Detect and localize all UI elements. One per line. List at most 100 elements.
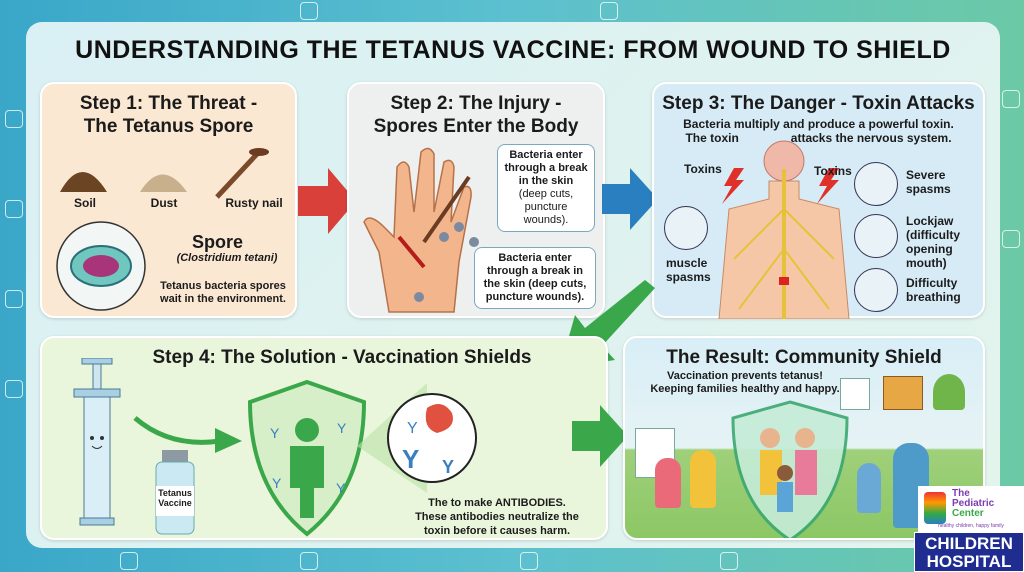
- logo-name-1: The: [952, 488, 970, 499]
- nervous-system-illustration: [718, 140, 850, 319]
- spore-title: Spore: [192, 232, 244, 252]
- arrow-right-blue-icon: [602, 168, 658, 230]
- spore-species: (Clostridium tetani): [176, 252, 278, 264]
- arrow-right-green-icon: [572, 405, 628, 467]
- hand-wound-illustration: [363, 147, 479, 313]
- result-line2: Keeping families healthy and happy.: [650, 383, 840, 395]
- step1-caption: Tetanus bacteria spores wait in the envi…: [160, 280, 286, 305]
- step2-note-top: Bacteria enter through a break in the sk…: [497, 144, 595, 232]
- step3-heading: Step 3: The Danger - Toxin Attacks: [662, 93, 975, 114]
- first-aid-icon: [600, 2, 618, 20]
- page-title: UNDERSTANDING THE TETANUS VACCINE: FROM …: [75, 36, 951, 64]
- step1-heading: Step 1: The Threat -The Tetanus Spore: [42, 92, 295, 138]
- heart-pulse-icon: [300, 2, 318, 20]
- logo-name-3: Center: [952, 508, 984, 519]
- child-daughter-icon: [857, 463, 881, 513]
- note1-main: Bacteria enter through a break in the sk…: [504, 149, 588, 187]
- vial-label: Tetanus Vaccine: [158, 488, 192, 508]
- step4-caption: The to make ANTIBODIES. These antibodies…: [387, 496, 607, 538]
- medicine-bottle-icon: [1002, 230, 1020, 248]
- caption-line2: These antibodies neutralize the: [415, 511, 579, 523]
- syringe-icon: [120, 552, 138, 570]
- toxins-left-label: Toxins: [684, 162, 722, 176]
- svg-text:Y: Y: [272, 475, 282, 491]
- step4-heading: Step 4: The Solution - Vaccination Shiel…: [152, 347, 532, 368]
- step3-desc-line1: Bacteria multiply and produce a powerful…: [683, 117, 954, 131]
- clipboard-icon: [5, 380, 23, 398]
- svg-text:Y: Y: [442, 457, 454, 477]
- source-soil: Soil: [73, 196, 96, 210]
- severe-spasm-icon: [854, 162, 898, 206]
- step4-panel: Step 4: The Solution - Vaccination Shiel…: [40, 336, 608, 540]
- step3-description: Bacteria multiply and produce a powerful…: [654, 117, 983, 145]
- doctor-icon: [5, 290, 23, 308]
- result-line1: Vaccination prevents tetanus!: [667, 370, 823, 382]
- svg-text:Y: Y: [402, 444, 419, 474]
- step2-heading-line1: Step 2: The Injury -: [390, 93, 562, 114]
- logo-name-2: Pediatric: [952, 498, 995, 509]
- note1-sub: (deep cuts, puncture wounds).: [518, 188, 574, 226]
- dust-icon: [140, 174, 187, 192]
- soil-icon: [60, 172, 107, 192]
- child-girl-icon: [655, 458, 681, 508]
- source-dust: Dust: [150, 196, 178, 210]
- spore-illustration: [56, 221, 146, 311]
- step3-desc-line2: The toxin attacks the nervous system.: [654, 131, 983, 145]
- logo-family-icon: [924, 492, 946, 524]
- syringe-illustration: [73, 358, 121, 526]
- shield-illustration: Y Y Y Y: [247, 379, 367, 537]
- step2-heading: Step 2: The Injury -Spores Enter the Bod…: [349, 92, 603, 138]
- svg-text:Y: Y: [407, 420, 418, 437]
- park-tree-icon: [933, 374, 965, 410]
- result-panel: The Result: Community Shield Vaccination…: [623, 336, 985, 540]
- step3-panel: Step 3: The Danger - Toxin Attacks Bacte…: [652, 82, 985, 319]
- source-rusty-nail: Rusty nail: [225, 196, 283, 210]
- result-heading: The Result: Community Shield: [666, 347, 942, 368]
- heart-icon: [5, 200, 23, 218]
- breathing-icon: [854, 268, 898, 312]
- toxin-lightning-icons: [722, 168, 839, 204]
- svg-text:Y: Y: [337, 420, 347, 436]
- banner-line1: CHILDREN: [925, 534, 1013, 553]
- school-building-icon: [883, 376, 923, 410]
- ambulance-icon: [720, 552, 738, 570]
- pill-icon: [520, 552, 538, 570]
- child-boy-icon: [690, 450, 716, 508]
- rusty-nail-icon: [215, 148, 269, 199]
- muscle-spasm-icon: [664, 206, 708, 250]
- svg-text:Y: Y: [270, 425, 280, 441]
- arrow-curved-green-icon: [133, 416, 242, 453]
- hospital-building-icon: [840, 378, 870, 410]
- result-text: Vaccination prevents tetanus!Keeping fam…: [645, 370, 845, 396]
- vaccine-vial-illustration: [155, 450, 195, 535]
- caption-line3: toxin before it causes harm.: [423, 525, 571, 537]
- desc-line2-a: The toxin: [685, 131, 739, 145]
- step2-panel: Step 2: The Injury -Spores Enter the Bod…: [347, 82, 605, 318]
- arrow-right-red-icon: [298, 168, 356, 234]
- stethoscope-icon: [1002, 90, 1020, 108]
- desc-line2-b: attacks the nervous system.: [790, 131, 952, 145]
- sources-illustration: [60, 148, 269, 199]
- microscope-icon: [300, 552, 318, 570]
- lockjaw-icon: [854, 214, 898, 258]
- logo-tagline: healthy children, happy family: [938, 523, 1004, 529]
- difficulty-breathing-label: Difficulty breathing: [906, 276, 961, 304]
- step2-heading-line2: Spores Enter the Body: [373, 116, 579, 137]
- step2-note-bottom: Bacteria enter through a break in the sk…: [474, 247, 596, 309]
- caption-line1: The to make ANTIBODIES.: [428, 497, 566, 509]
- svg-text:Y: Y: [336, 480, 346, 496]
- medical-kit-icon: [5, 110, 23, 128]
- community-shield-illustration: [731, 400, 849, 538]
- severe-spasms-label: Severe spasms: [906, 168, 951, 196]
- step1-panel: Step 1: The Threat -The Tetanus Spore So…: [40, 82, 297, 318]
- step1-heading-line1: Step 1: The Threat -: [79, 93, 258, 114]
- banner-line2: HOSPITAL: [926, 552, 1012, 571]
- step1-heading-line2: The Tetanus Spore: [83, 116, 254, 137]
- lockjaw-label: Lockjaw (difficulty opening mouth): [906, 214, 960, 270]
- muscle-spasms-label: muscle spasms: [666, 256, 711, 284]
- toxins-right-label: Toxins: [814, 164, 852, 178]
